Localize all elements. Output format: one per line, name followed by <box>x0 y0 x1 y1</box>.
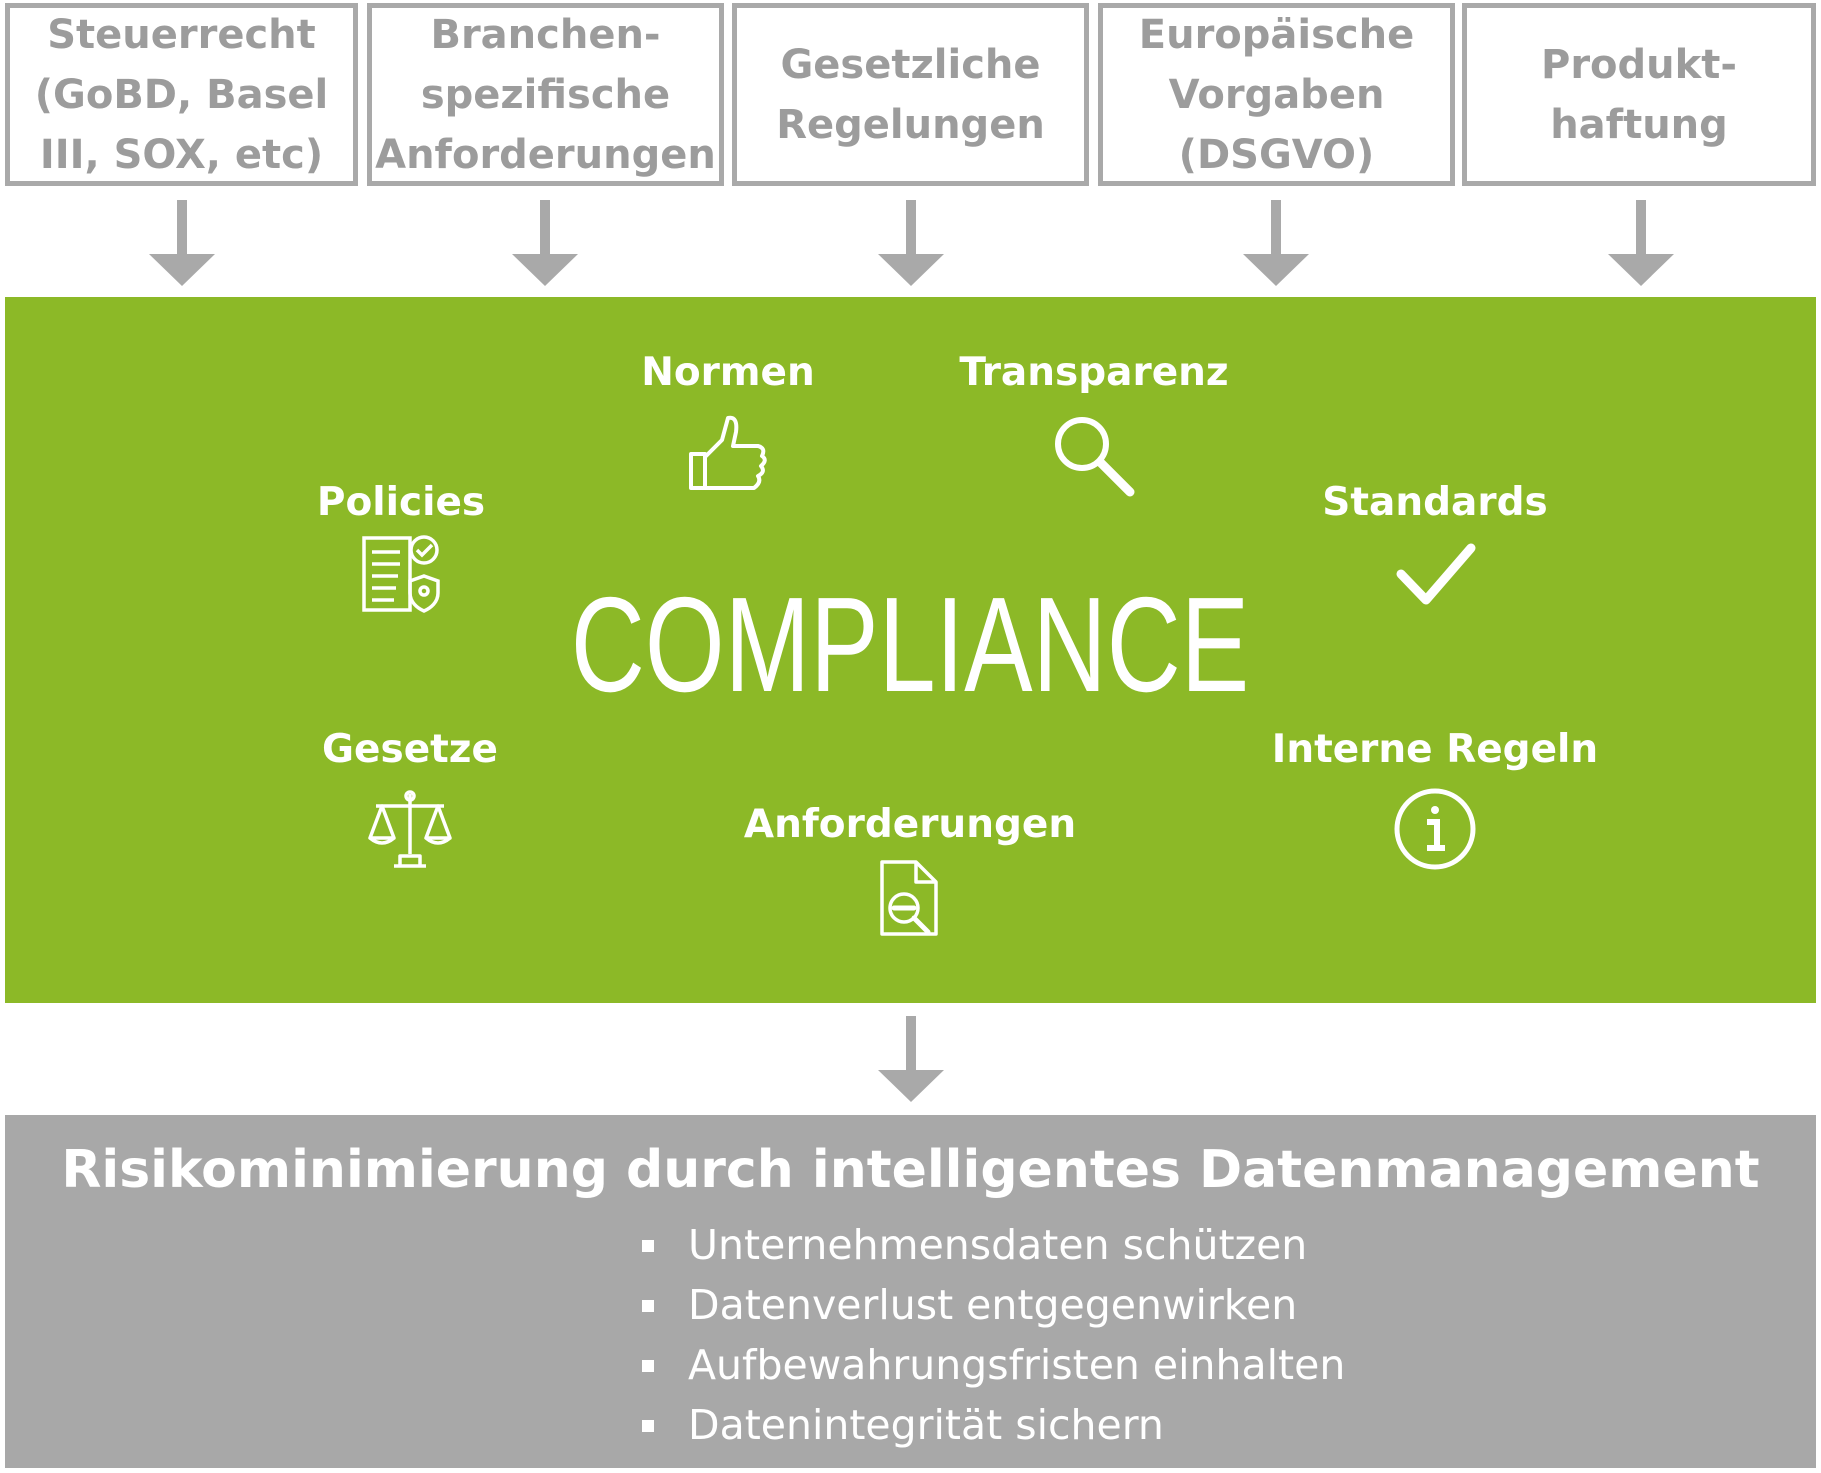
compliance-title-text: COMPLIANCE <box>570 569 1250 720</box>
label-policies: Policies <box>316 480 486 525</box>
checkmark-icon <box>1396 543 1476 605</box>
label-normen: Normen <box>641 350 815 395</box>
thumbs-up-icon <box>689 415 767 490</box>
arrow-down-icon <box>149 200 215 286</box>
top-box-label: Produkt- haftung <box>1541 41 1737 148</box>
info-icon <box>1394 788 1476 870</box>
arrow-down-icon <box>1608 200 1674 286</box>
arrow-down-icon <box>878 1016 944 1102</box>
arrow-down-icon <box>1243 200 1309 286</box>
compliance-panel <box>5 297 1816 1003</box>
result-panel <box>5 1115 1816 1468</box>
top-box-produkthaftung: Produkt- haftung <box>1462 3 1816 186</box>
label-standards: Standards <box>1322 480 1548 525</box>
label-anforderungen: Anforderungen <box>743 802 1077 847</box>
magnifier-icon <box>1055 417 1135 497</box>
document-search-icon <box>880 860 938 936</box>
top-box-steuerrecht: Steuerrecht (GoBD, Basel III, SOX, etc) <box>5 3 358 186</box>
compliance-title: COMPLIANCE <box>464 560 1357 730</box>
label-gesetze: Gesetze <box>322 727 498 772</box>
list-item: Datenverlust entgegenwirken <box>640 1275 1345 1335</box>
policy-document-icon <box>362 535 440 613</box>
top-box-label: Steuerrecht (GoBD, Basel III, SOX, etc) <box>34 11 329 178</box>
top-box-europaeische-vorgaben: Europäische Vorgaben (DSGVO) <box>1098 3 1455 186</box>
arrow-down-icon <box>512 200 578 286</box>
top-box-label: Europäische Vorgaben (DSGVO) <box>1138 11 1415 178</box>
list-item: Unternehmensdaten schützen <box>640 1215 1345 1275</box>
top-box-label: Branchen- spezifische Anforderungen <box>375 11 716 178</box>
result-title: Risikominimierung durch intelligentes Da… <box>61 1140 1760 1200</box>
scales-icon <box>368 790 452 868</box>
top-box-label: Gesetzliche Regelungen <box>776 41 1045 148</box>
result-bullet-list: Unternehmensdaten schützen Datenverlust … <box>640 1215 1345 1455</box>
top-box-gesetzliche-regelungen: Gesetzliche Regelungen <box>732 3 1089 186</box>
label-transparenz: Transparenz <box>959 350 1229 395</box>
list-item: Aufbewahrungsfristen einhalten <box>640 1335 1345 1395</box>
top-box-branchenspezifisch: Branchen- spezifische Anforderungen <box>367 3 724 186</box>
label-interne-regeln: Interne Regeln <box>1271 727 1599 772</box>
list-item: Datenintegrität sichern <box>640 1395 1345 1455</box>
arrow-down-icon <box>878 200 944 286</box>
